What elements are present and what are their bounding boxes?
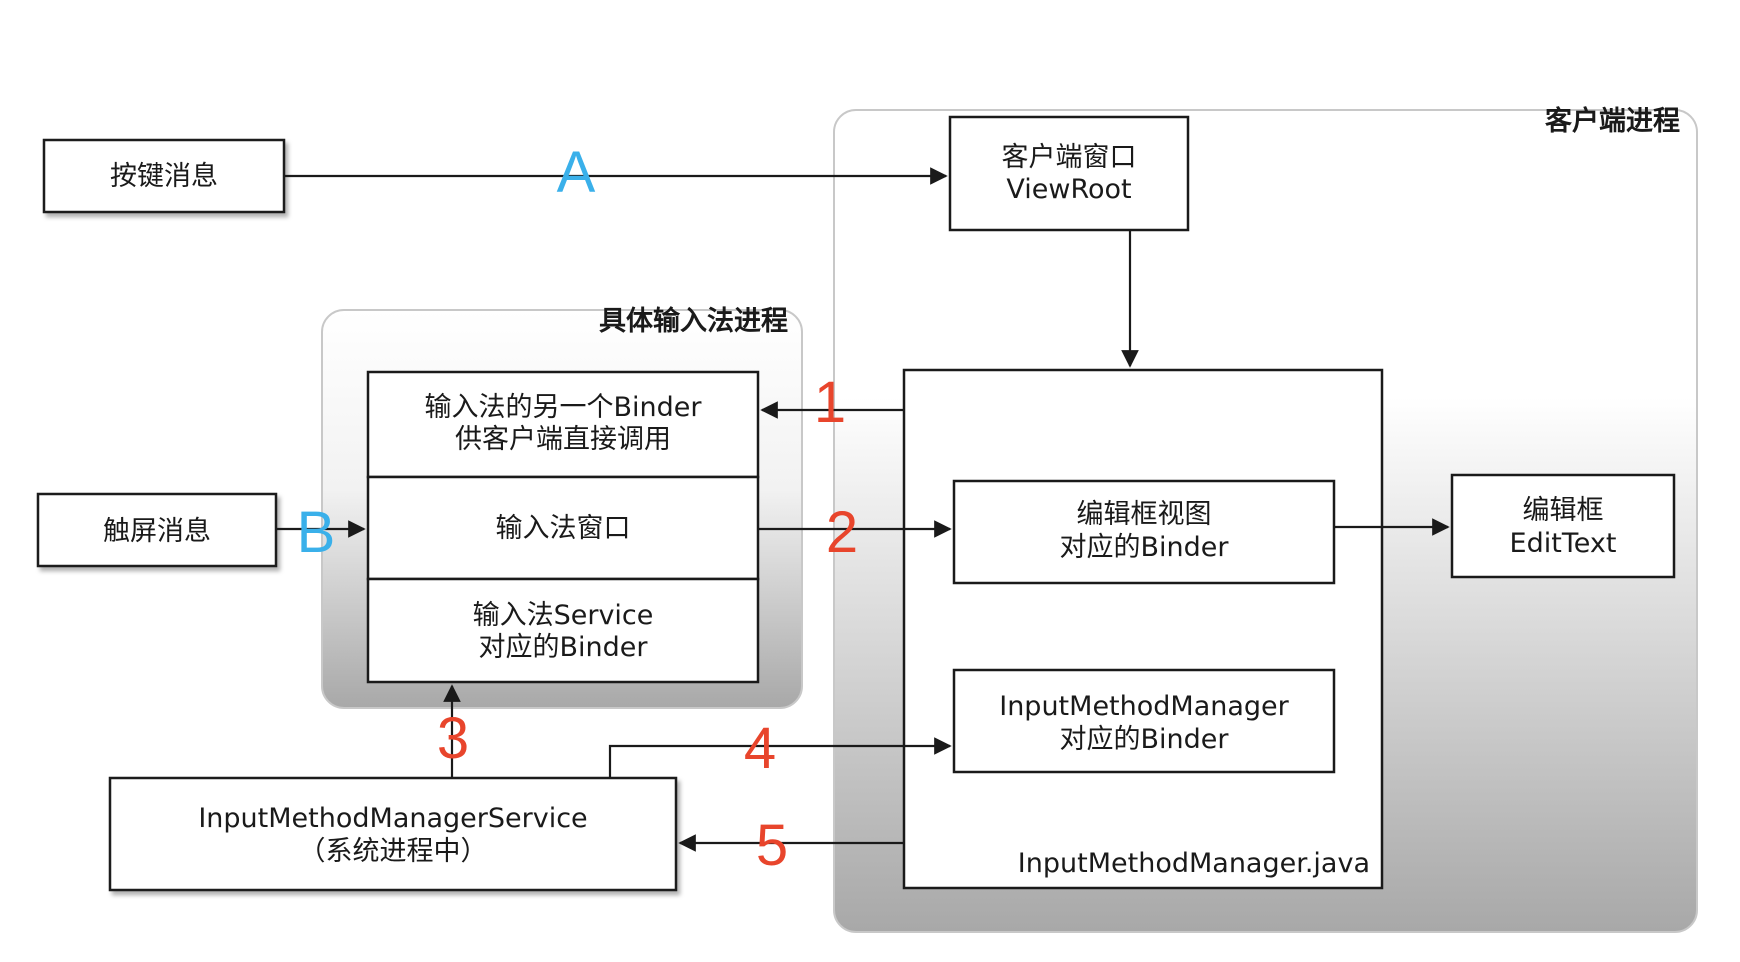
key-message-text: 按键消息	[110, 161, 218, 192]
ime-other-binder-line1: 输入法的另一个Binder	[425, 392, 703, 423]
marker-5: 5	[756, 813, 788, 878]
imm-binder-line2: 对应的Binder	[1060, 724, 1230, 755]
imms-line2: （系统进程中）	[299, 836, 488, 867]
client-window-line2: ViewRoot	[1006, 174, 1131, 205]
editor-view-binder-line2: 对应的Binder	[1060, 532, 1230, 563]
ime-window-text: 输入法窗口	[496, 513, 631, 544]
marker-1: 1	[814, 370, 846, 435]
imms-box: InputMethodManagerService （系统进程中）	[108, 776, 678, 892]
imms-line1: InputMethodManagerService	[198, 803, 587, 834]
marker-3: 3	[437, 706, 469, 771]
edit-text-box: 编辑框 EditText	[1450, 473, 1676, 579]
ime-service-binder-line2: 对应的Binder	[479, 632, 649, 663]
ime-service-binder-line1: 输入法Service	[473, 600, 654, 631]
marker-a: A	[557, 140, 596, 205]
imm-java-box: InputMethodManager.java	[902, 368, 1384, 890]
ime-stack: 输入法的另一个Binder 供客户端直接调用 输入法窗口 输入法Service …	[366, 370, 760, 684]
marker-4: 4	[744, 716, 776, 781]
imm-binder-line1: InputMethodManager	[999, 691, 1289, 722]
arrows	[276, 167, 1450, 852]
client-window-line1: 客户端窗口	[1002, 142, 1137, 173]
editor-view-binder-box: 编辑框视图 对应的Binder	[952, 479, 1336, 585]
edit-text-line1: 编辑框	[1523, 495, 1604, 526]
client-window-box: 客户端窗口 ViewRoot	[948, 115, 1190, 232]
marker-2: 2	[826, 500, 858, 565]
arrow-4	[608, 737, 952, 778]
imm-binder-box: InputMethodManager 对应的Binder	[952, 668, 1336, 774]
touch-message-box: 触屏消息	[36, 492, 278, 568]
imm-java-label: InputMethodManager.java	[1018, 848, 1370, 879]
edit-text-line2: EditText	[1510, 528, 1617, 559]
editor-view-binder-line1: 编辑框视图	[1077, 499, 1212, 530]
marker-b: B	[297, 500, 336, 565]
client-process-label: 客户端进程	[1545, 105, 1680, 137]
ime-other-binder-line2: 供客户端直接调用	[455, 424, 671, 455]
touch-message-text: 触屏消息	[103, 516, 211, 547]
key-message-box: 按键消息	[42, 138, 286, 214]
ime-process-label: 具体输入法进程	[599, 305, 788, 337]
